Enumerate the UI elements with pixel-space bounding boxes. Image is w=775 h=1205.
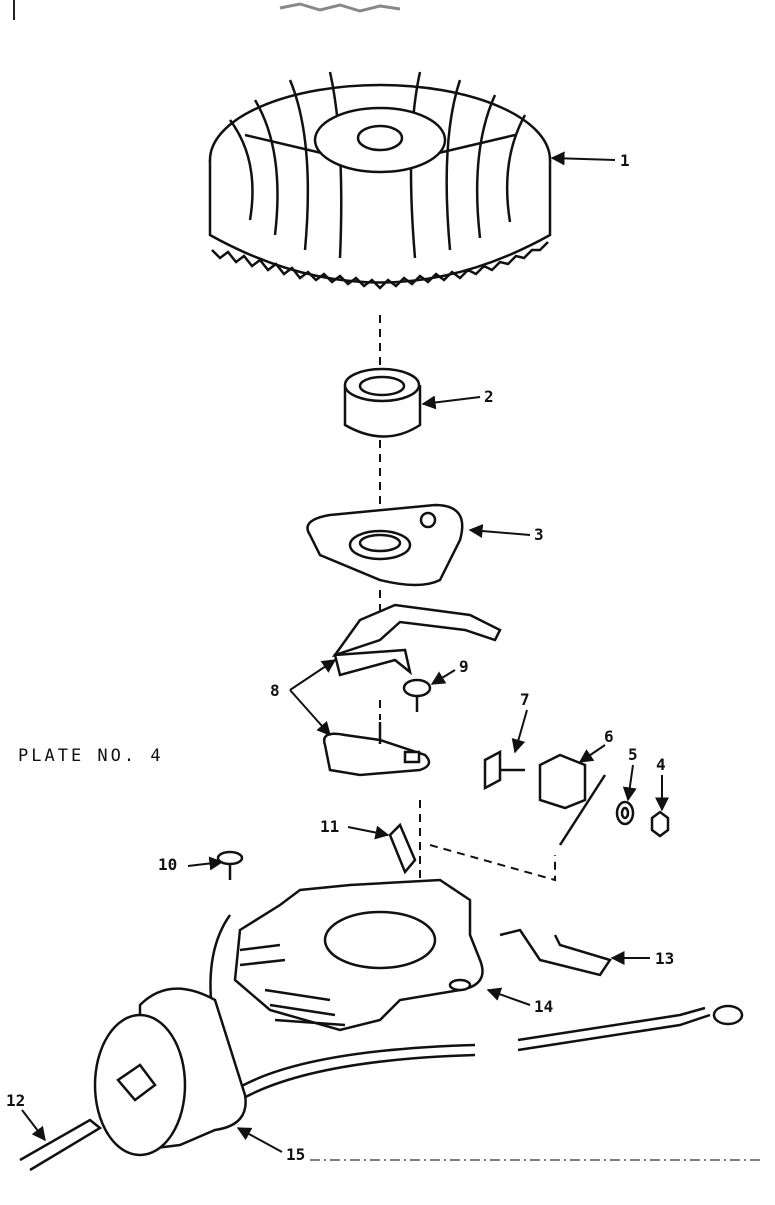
part-8-breaker-points — [322, 603, 502, 777]
part-10-screw — [216, 850, 244, 880]
scan-edge-marks — [13, 0, 401, 20]
leader-10 — [187, 856, 224, 871]
leader-8b — [289, 689, 331, 737]
part-5-washer — [615, 800, 635, 826]
callout-labels: 1 2 3 4 5 6 7 8 9 10 11 12 13 14 15 — [6, 151, 674, 1164]
leader-3 — [468, 524, 531, 539]
leader-1 — [550, 151, 616, 166]
callout-7: 7 — [520, 690, 530, 709]
leader-11 — [347, 825, 390, 840]
callout-5: 5 — [628, 745, 638, 764]
callout-4: 4 — [656, 755, 666, 774]
leader-lines — [21, 151, 669, 1153]
callout-6: 6 — [604, 727, 614, 746]
part-14-stator-plate — [233, 878, 484, 1032]
part-4-nut — [650, 810, 670, 838]
leader-7 — [511, 709, 528, 754]
callout-8: 8 — [270, 681, 280, 700]
leader-2 — [421, 395, 481, 410]
callout-1: 1 — [620, 151, 630, 170]
callout-2: 2 — [484, 387, 494, 406]
plate-number-label: PLATE NO. 4 — [18, 746, 164, 766]
center-axis — [379, 315, 556, 900]
part-7-screw — [483, 749, 525, 791]
callout-12: 12 — [6, 1091, 25, 1110]
leader-6 — [578, 744, 606, 763]
part-2-bushing — [343, 367, 422, 438]
leader-14 — [486, 987, 531, 1006]
callout-10: 10 — [158, 855, 177, 874]
part-9-screw — [402, 678, 432, 712]
part-13-clip — [499, 928, 612, 977]
leader-9 — [430, 669, 456, 685]
callout-11: 11 — [320, 817, 339, 836]
ground-wire — [209, 914, 744, 1102]
leader-8a — [289, 659, 337, 691]
leader-15 — [236, 1127, 283, 1153]
part-1-flywheel — [208, 71, 552, 290]
part-12-lead-wire — [19, 1118, 103, 1172]
callout-14: 14 — [534, 997, 553, 1016]
leader-12 — [21, 1109, 46, 1142]
part-11-felt-wick — [388, 822, 417, 875]
part-15-ignition-coil — [93, 987, 247, 1157]
callout-9: 9 — [459, 657, 469, 676]
callout-15: 15 — [286, 1145, 305, 1164]
callout-13: 13 — [655, 949, 674, 968]
leader-5 — [622, 764, 637, 802]
callout-3: 3 — [534, 525, 544, 544]
part-3-cover-plate — [306, 503, 464, 587]
part-6-terminal-block — [538, 753, 607, 846]
